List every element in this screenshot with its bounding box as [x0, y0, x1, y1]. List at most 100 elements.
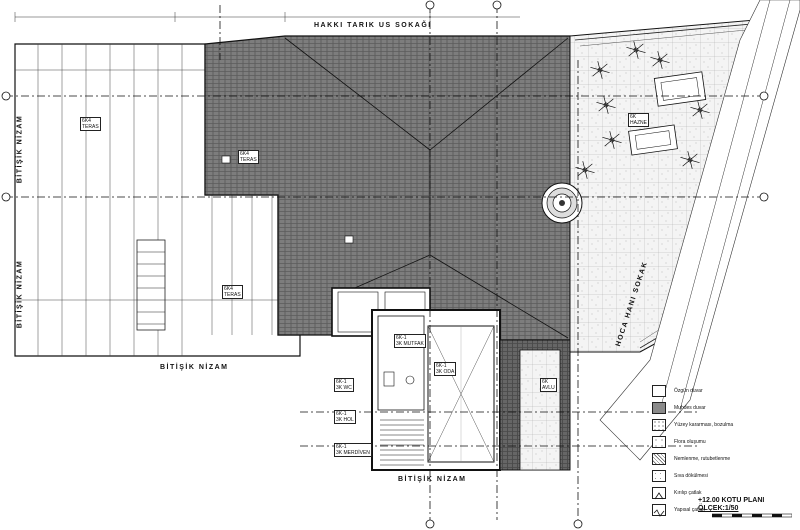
legend-label: Flora oluşumu — [674, 439, 706, 445]
drawing-line — [689, 159, 700, 163]
legend-item: Muhdes duvar — [652, 402, 792, 416]
drawing-line — [692, 109, 701, 117]
structural-crack-icon — [653, 509, 665, 517]
plan-title-line1: +12.00 KOTU PLANI — [698, 497, 765, 504]
drawing-line — [699, 103, 708, 111]
legend-item: Özgün duvar — [652, 385, 792, 399]
legend-item: Nemlenme, rutubetlenme — [652, 453, 792, 467]
drawing-line — [605, 104, 609, 114]
tree-icon — [657, 57, 663, 63]
drawing-line — [609, 131, 613, 141]
tree-icon — [697, 107, 703, 113]
drawing-line — [599, 69, 610, 73]
drawing-line — [602, 137, 613, 141]
crack-icon — [654, 492, 664, 500]
room-code: 6K-1 — [336, 444, 347, 450]
drawing-line — [605, 104, 616, 108]
tree-icon — [603, 102, 609, 108]
scale-bar — [712, 513, 792, 518]
drawing-line — [584, 169, 595, 173]
legend-label: Nemlenme, rutubetlenme — [674, 456, 731, 462]
tree-icon — [687, 157, 693, 163]
drawing-line — [650, 57, 661, 61]
drawing-line — [690, 107, 701, 111]
legend-label: Kırılıp çatlak — [674, 490, 702, 496]
tree-icon — [633, 47, 639, 53]
room-name: 3K WC — [336, 385, 352, 391]
drawing-line — [611, 139, 615, 149]
drawing-line — [652, 59, 661, 67]
plan-scale-text: ÖLÇEK:1/50 — [698, 505, 739, 512]
drawing-line — [697, 101, 701, 111]
legend-swatch — [652, 436, 666, 448]
drawing-line — [604, 139, 613, 147]
drawing-line — [584, 163, 593, 171]
legend-swatch — [652, 453, 666, 465]
tree-icon — [582, 167, 588, 173]
drawing-line — [628, 49, 637, 57]
street-label-left: BİTİŞİK NİZAM — [16, 114, 24, 184]
room-name: TERAS — [224, 292, 241, 298]
room-code: 6K-1 — [396, 335, 407, 341]
drawing-line — [599, 63, 608, 71]
drawing-line — [635, 43, 644, 51]
legend-swatch — [652, 419, 666, 431]
drawing-line — [592, 69, 601, 77]
drawing-line — [657, 51, 661, 61]
room-code: 6K-1 — [336, 379, 347, 385]
room-code: 6K — [630, 114, 637, 120]
drawing-line — [689, 159, 693, 169]
drawing-line — [659, 59, 670, 63]
legend-item: Sıva dökülmesi — [652, 470, 792, 484]
drawing-line — [633, 41, 637, 51]
drawing-line — [635, 49, 639, 59]
street-label-left-lower: BİTİŞİK NİZAM — [16, 259, 24, 329]
room-code: 6K4 — [82, 118, 91, 124]
room-name: TERAS — [82, 124, 99, 130]
legend-item: Flora oluşumu — [652, 436, 792, 450]
room-code: 6K-1 — [336, 411, 347, 417]
legend-label: Sıva dökülmesi — [674, 473, 708, 479]
drawing-line — [699, 109, 703, 119]
legend-swatch — [652, 470, 666, 482]
drawing-line — [682, 159, 691, 167]
room-name: 3K ODA — [436, 369, 455, 375]
legend-swatch — [652, 487, 666, 500]
street-label-top: HAKKI TARIK US SOKAĞI — [314, 22, 432, 29]
room-code: 6K-1 — [436, 363, 447, 369]
plan-title: +12.00 KOTU PLANI ÖLÇEK:1/50 — [698, 497, 764, 513]
room-name: 3K MERDİVEN — [336, 450, 370, 456]
legend-label: Muhdes duvar — [674, 405, 706, 411]
legend-swatch — [652, 402, 666, 414]
room-name: HAZNE — [630, 120, 647, 126]
drawing-line — [599, 69, 603, 79]
drawing-line — [680, 157, 691, 161]
rooms-block — [331, 287, 571, 471]
room-code: 6K4 — [240, 151, 249, 157]
drawing-line — [590, 67, 601, 71]
drawing-line — [582, 161, 586, 171]
drawing-line — [577, 169, 586, 177]
drawing-line — [611, 139, 622, 143]
drawing-line — [611, 133, 620, 141]
legend-label: Yapısal çatlak — [674, 507, 705, 513]
drawing-line — [603, 96, 607, 106]
legend-item: Yapısal çatlak — [652, 504, 792, 518]
legend-swatch — [652, 385, 666, 397]
drawing-line — [575, 167, 586, 171]
drawing-line — [596, 102, 607, 106]
room-name: 3K HOL — [336, 417, 354, 423]
drawing-line — [659, 53, 668, 61]
tree-icon — [609, 137, 615, 143]
tree-icon — [597, 67, 603, 73]
room-name: TERAS — [240, 157, 257, 163]
